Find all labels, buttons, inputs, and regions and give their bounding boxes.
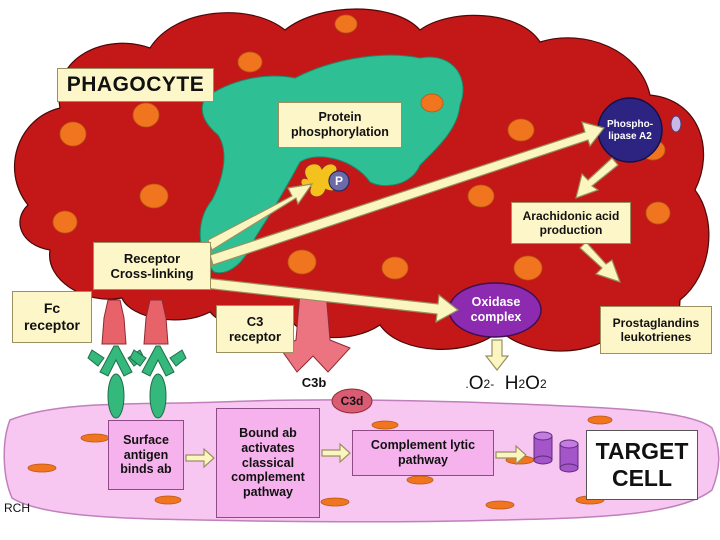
label-complement-lytic: Complement lytic pathway <box>352 430 494 476</box>
credit-text: RCH <box>4 500 30 515</box>
pathway-arrows <box>185 121 621 469</box>
label-target-cell: TARGET CELL <box>586 430 698 500</box>
arrow-to-channels <box>495 444 527 466</box>
membrane-attack-channels <box>533 431 579 473</box>
arrow-to-arachidonic <box>575 157 619 199</box>
c3d-blob <box>331 388 373 414</box>
arrow-to-oxidase <box>203 277 460 324</box>
label-prostaglandins: Prostaglandins leukotrienes <box>600 306 712 354</box>
label-oxidase-complex: Oxidase complex <box>470 295 522 324</box>
label-c3b: C3b <box>301 375 327 391</box>
label-c3d: C3d <box>340 393 364 408</box>
label-phospholipase: Phospho- lipase A2 <box>606 119 654 142</box>
label-fc-receptor: Fc receptor <box>12 291 92 343</box>
arrow-to-bound-ab <box>185 447 215 469</box>
arrow-to-prostaglandins <box>579 241 621 283</box>
label-bound-ab: Bound ab activates classical complement … <box>216 408 320 518</box>
fc-receptors <box>101 299 169 345</box>
label-arachidonic-acid: Arachidonic acid production <box>511 202 631 244</box>
label-p-marker: P <box>334 173 343 188</box>
label-protein-phosphorylation: Protein phosphorylation <box>278 102 402 148</box>
page-title: PHAGOCYTE <box>57 68 214 102</box>
arrow-to-phospholipase <box>209 121 606 266</box>
arrow-to-complement-lytic <box>321 442 351 464</box>
arrow-to-phosphorylation <box>207 183 314 251</box>
label-receptor-cross-linking: Receptor Cross-linking <box>93 242 211 290</box>
label-c3-receptor: C3 receptor <box>216 305 294 353</box>
label-surface-antigen: Surface antigen binds ab <box>108 420 184 490</box>
phosphorylation-protein <box>299 162 350 199</box>
arrow-down-to-o2 <box>484 339 510 371</box>
antibodies <box>87 345 187 419</box>
